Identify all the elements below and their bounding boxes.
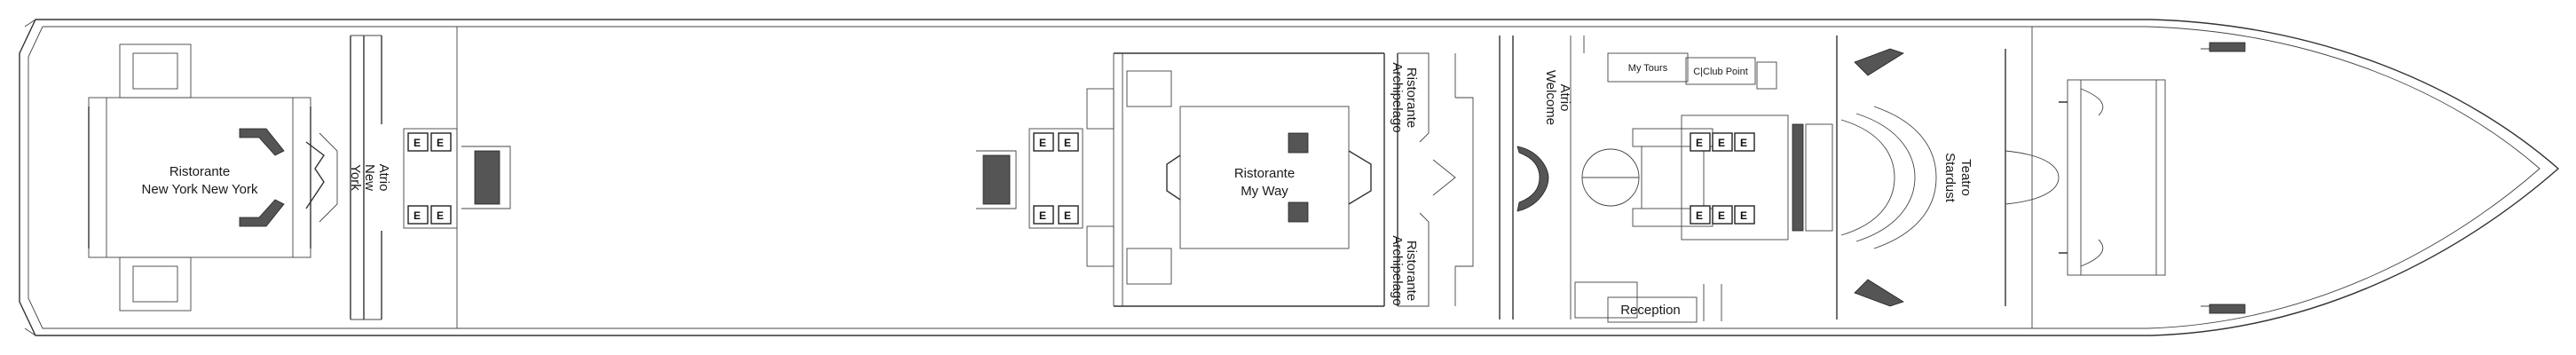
cclub-point-office [1685, 57, 1777, 90]
elevator-box [1734, 205, 1755, 225]
elevator-label: E [1064, 137, 1071, 149]
elevator-label: E [414, 137, 421, 149]
elevator-box [430, 205, 452, 225]
atrio-new-york-area [319, 35, 382, 320]
venue-labels: Ristorante New York New York Atrio New Y… [142, 62, 1973, 318]
label-archipelago-top: Archipelago [1390, 62, 1405, 132]
elevator-box [407, 205, 429, 225]
label-ristorante-my-way: My Way [1241, 184, 1288, 199]
elevator-box [1734, 132, 1755, 152]
ristorante-my-way-area [1086, 52, 1384, 307]
elevator-label: E [1740, 209, 1747, 222]
elevator-label: E [1064, 209, 1071, 222]
teatro-stardust-area [1836, 36, 2166, 320]
hull-outline [19, 19, 2560, 336]
label-ristorante-new-york: Ristorante [169, 164, 230, 179]
label-archipelago-bottom: Archipelago [1390, 235, 1405, 305]
label-archipelago-bottom: Ristorante [1404, 241, 1419, 301]
label-ristorante-my-way: Ristorante [1234, 166, 1295, 181]
elevator-box [1690, 132, 1711, 152]
elevator-box [1033, 132, 1054, 152]
label-archipelago-top: Ristorante [1404, 67, 1419, 128]
ristorante-archipelago-area [1383, 52, 1474, 307]
label-cclub-point: C|Club Point [1693, 67, 1748, 77]
my-tours-office [1607, 52, 1689, 83]
elevator-box [1712, 132, 1733, 152]
reception-desk [1607, 284, 1722, 323]
elevator-label: E [1718, 137, 1725, 149]
elevator-label: E [437, 209, 444, 222]
elevator-label: E [1039, 137, 1046, 149]
elevator-label: E [1718, 209, 1725, 222]
ristorante-new-york-area [88, 43, 325, 312]
elevator-label: E [1039, 209, 1046, 222]
elevator-box [407, 132, 429, 152]
elevator-label: E [437, 137, 444, 149]
elevator-box [1058, 205, 1079, 225]
railing-ticks [2201, 42, 2246, 314]
label-atrio-new-york: Atrio [376, 164, 391, 192]
elevator-box [430, 132, 452, 152]
label-atrio-welcome: Welcome [1543, 70, 1558, 125]
label-atrio-new-york: New [362, 164, 377, 191]
label-ristorante-new-york: New York New York [142, 182, 258, 197]
elevator-bank-aft: E E E E [403, 128, 511, 229]
elevator-box [1712, 205, 1733, 225]
label-teatro-stardust: Stardust [1942, 153, 1958, 203]
elevator-box [1690, 205, 1711, 225]
atrio-welcome-area [1499, 36, 1713, 320]
label-my-tours: My Tours [1628, 63, 1668, 74]
elevator-label: E [414, 209, 421, 222]
label-atrio-new-york: York [348, 164, 363, 191]
label-teatro-stardust: Teatro [1958, 159, 1973, 196]
label-atrio-welcome: Atrio [1557, 84, 1572, 112]
elevator-label: E [1696, 137, 1703, 149]
elevator-bank-mid: E E E E [976, 128, 1083, 229]
elevator-label: E [1740, 137, 1747, 149]
label-reception: Reception [1620, 303, 1681, 318]
elevator-label: E [1696, 209, 1703, 222]
elevator-box [1033, 205, 1054, 225]
elevator-bank-forward: E E E E E E [1681, 114, 1833, 241]
elevator-box [1058, 132, 1079, 152]
